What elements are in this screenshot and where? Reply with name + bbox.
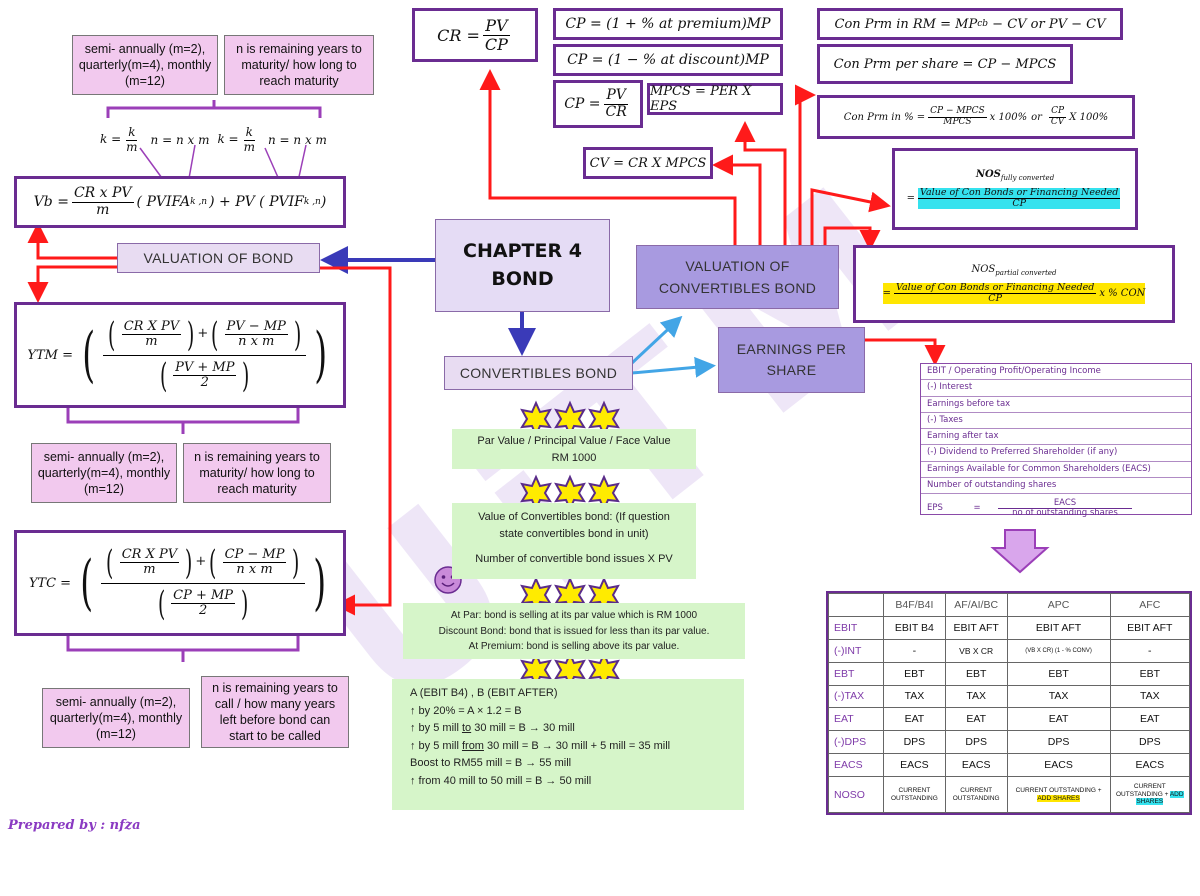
- table-header: APC: [1006, 593, 1111, 617]
- mpcs-formula: MPCS = PER X EPS: [647, 83, 783, 115]
- table-header: B4F/B4I: [883, 593, 946, 617]
- earnings-per-share-node[interactable]: EARNINGS PER SHARE: [718, 327, 865, 393]
- n-formula: n = n x m: [150, 133, 210, 147]
- valuation-of-convertibles-bond-node[interactable]: VALUATION OF CONVERTIBLES BOND: [636, 245, 839, 309]
- note-frequency-top: semi- annually (m=2), quarterly(m=4), mo…: [72, 35, 218, 95]
- table-row: (-)INT-VB X CR(VB X CR) (1 - % CONV)-: [828, 638, 1191, 663]
- par-value-box: Par Value / Principal Value / Face Value…: [452, 429, 696, 469]
- convertibles-bond-node[interactable]: CONVERTIBLES BOND: [444, 356, 633, 390]
- nos-partial-converted-formula: NOSpartial converted = Value of Con Bond…: [853, 245, 1175, 323]
- list-item: Earnings before tax: [921, 397, 1191, 413]
- note-maturity-top: n is remaining years to maturity/ how lo…: [224, 35, 374, 95]
- table-header: AFC: [1109, 593, 1191, 617]
- bond-pricing-types-box: At Par: bond is selling at its par value…: [403, 603, 745, 659]
- cv-formula: CV = CR X MPCS: [583, 147, 713, 179]
- convertibles-value-box: Value of Convertibles bond: (If question…: [452, 503, 696, 579]
- n-formula: n = n x m: [267, 133, 327, 147]
- list-item: (-) Dividend to Preferred Shareholder (i…: [921, 445, 1191, 462]
- note-frequency-bottom: semi- annually (m=2), quarterly(m=4), mo…: [42, 688, 190, 748]
- nos-fully-converted-formula: NOSfully converted = Value of Con Bonds …: [892, 148, 1138, 230]
- down-arrow-icon: [990, 529, 1050, 574]
- footer-credit: Prepared by : nfza: [8, 818, 141, 833]
- note-call: n is remaining years to call / how many …: [201, 676, 349, 748]
- list-item: Number of outstanding shares: [921, 478, 1191, 495]
- valuation-of-bond-node[interactable]: VALUATION OF BOND: [117, 243, 320, 273]
- conversion-premium-share-formula: Con Prm per share = CP − MPCS: [817, 44, 1073, 84]
- chapter-topic: BOND: [491, 267, 554, 290]
- braces: [66, 100, 322, 662]
- list-item: (-) Interest: [921, 380, 1191, 397]
- bond-arrows: [320, 246, 716, 378]
- note-frequency-mid: semi- annually (m=2), quarterly(m=4), mo…: [31, 443, 177, 503]
- table-header: AF/AI/BC: [944, 593, 1008, 617]
- valuation-red-lines: [27, 222, 392, 616]
- list-item: Earnings Available for Common Shareholde…: [921, 462, 1191, 479]
- chapter-number: CHAPTER 4: [463, 239, 582, 262]
- ebit-examples-box: A (EBIT B4) , B (EBIT AFTER) ↑ by 20% = …: [392, 679, 744, 810]
- cp-discount-formula: CP = (1 − % at discount)MP: [553, 44, 783, 76]
- cp-premium-formula: CP = (1 + % at premium)MP: [553, 8, 783, 40]
- list-item: EBIT / Operating Profit/Operating Income: [921, 364, 1191, 381]
- convertible-red-lines: [479, 69, 946, 366]
- table-row: NOSO CURRENT OUTSTANDING CURRENT OUTSTAN…: [828, 776, 1191, 813]
- list-item: Earning after tax: [921, 429, 1191, 446]
- income-statement-list: EBIT / Operating Profit/Operating Income…: [920, 363, 1192, 518]
- list-item: (-) Taxes: [921, 413, 1191, 430]
- chapter-title: CHAPTER 4 BOND: [435, 219, 610, 312]
- note-maturity-mid: n is remaining years to maturity/ how lo…: [183, 443, 331, 503]
